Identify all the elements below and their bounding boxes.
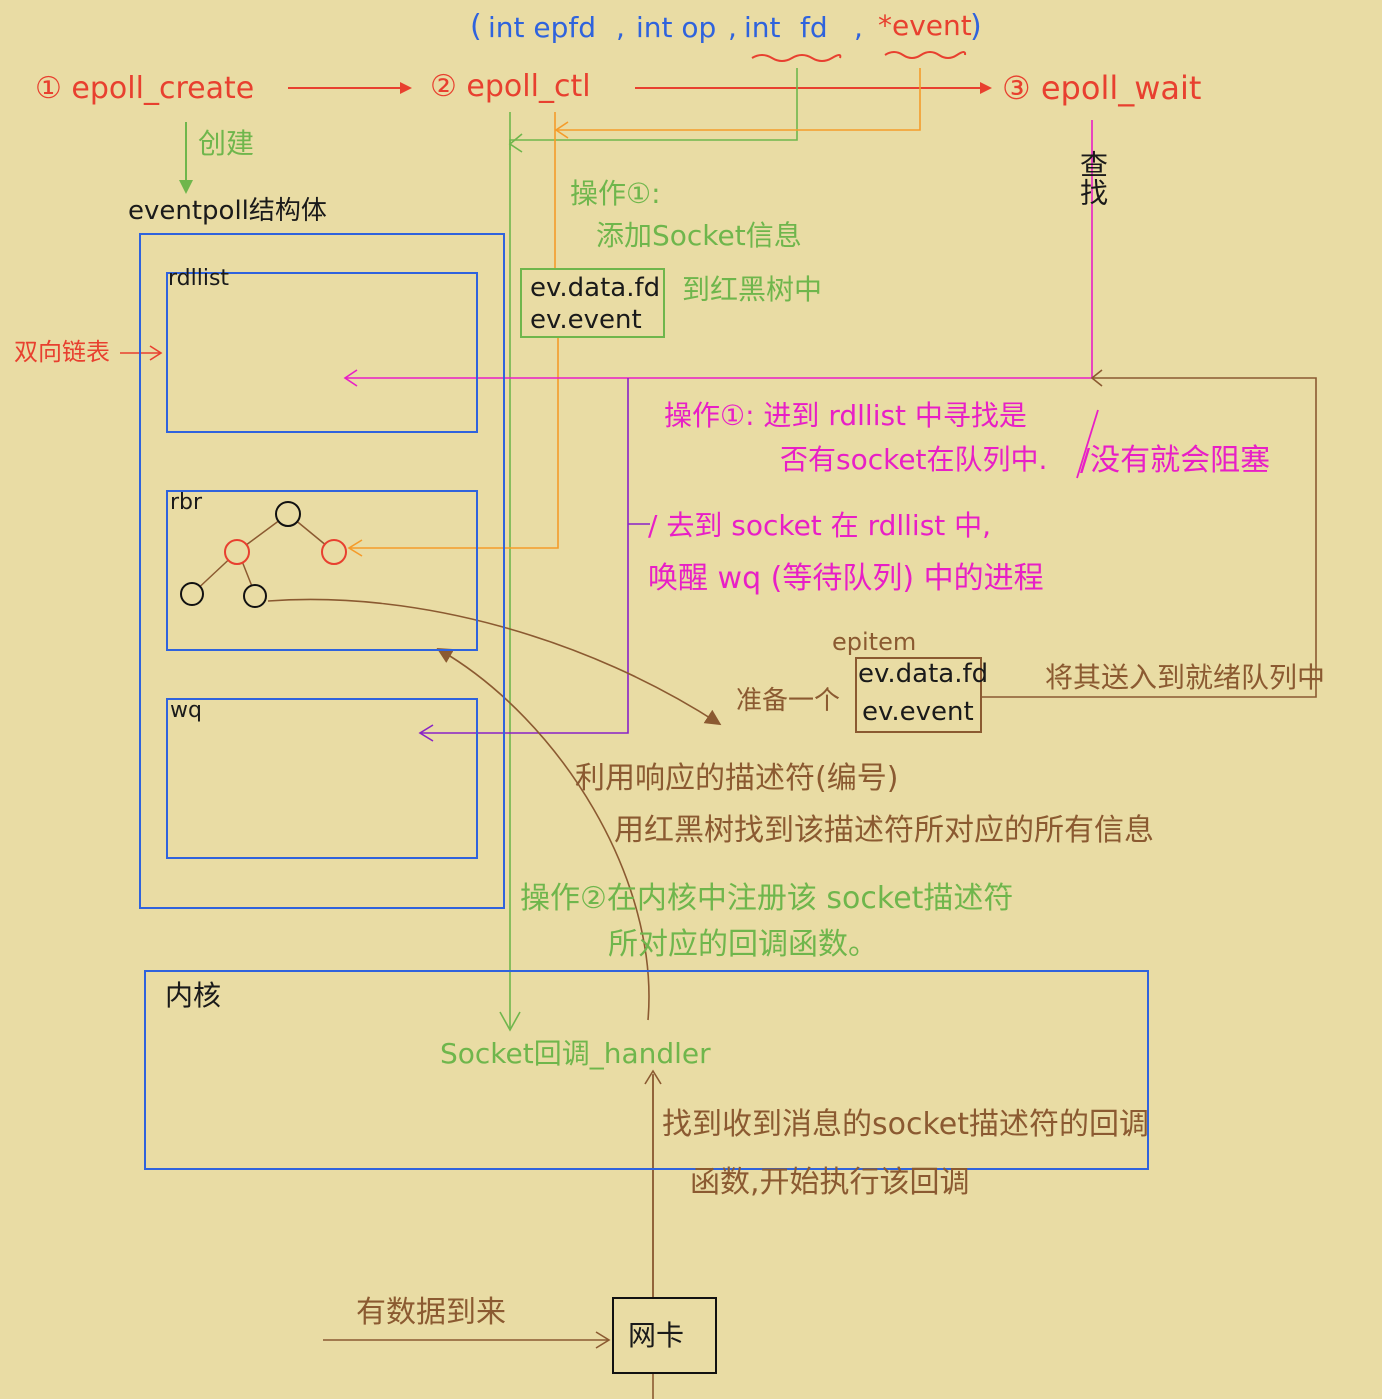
wake-line2: 唤醒 wq (等待队列) 中的进程 — [648, 561, 1044, 596]
nic-label: 网卡 — [628, 1319, 685, 1352]
op1-add-line2: 添加Socket信息 — [596, 219, 802, 252]
rbr-insert-arrowhead — [347, 539, 363, 557]
signature-sep: , — [616, 11, 625, 44]
epitem-prepare: 准备一个 — [736, 686, 841, 716]
ev-box-ctl — [520, 268, 665, 338]
blocked-slash — [1076, 409, 1099, 479]
incoming-arrowhead — [595, 1331, 611, 1349]
lookup-line1: 利用响应的描述符(编号) — [575, 761, 899, 796]
rdllist-arrowhead — [343, 369, 358, 387]
tree-node-black — [180, 582, 204, 606]
signature-close: ) — [970, 9, 982, 44]
step-epoll-wait: ③ epoll_wait — [1002, 69, 1202, 107]
rbr-box — [166, 490, 478, 651]
doubly-linked-list-label: 双向链表 — [14, 338, 110, 366]
signature-open: ( — [470, 9, 482, 44]
signature-int: int — [744, 11, 781, 44]
fd-underline — [751, 54, 842, 62]
wake-line1: / 去到 socket 在 rdllist 中, — [648, 509, 992, 542]
callback-line1: 找到收到消息的socket描述符的回调 — [662, 1107, 1150, 1142]
lookup-line2: 用红黑树找到该描述符所对应的所有信息 — [614, 813, 1154, 848]
epitem-title: epitem — [832, 628, 917, 656]
op-wait-line1: 操作①: 进到 rdllist 中寻找是 — [664, 399, 1027, 432]
ev-box-to-rbr-line — [350, 338, 559, 549]
step-epoll-ctl: ② epoll_ctl — [430, 69, 591, 104]
eventpoll-label: eventpoll结构体 — [128, 196, 327, 226]
signature-op: int op — [636, 11, 717, 44]
tree-node-black — [275, 501, 301, 527]
op1-add-line3: 到红黑树中 — [682, 273, 823, 306]
op-wait-blocked: /没有就会阻塞 — [1080, 443, 1271, 478]
wake-wq-line — [420, 378, 629, 734]
signature-epfd: int epfd — [488, 11, 597, 44]
eventpoll-box — [139, 233, 505, 909]
find-label: 查找 — [1076, 150, 1109, 206]
wq-label: wq — [170, 698, 202, 723]
nic-box — [612, 1297, 717, 1374]
ev-box-ctl-fd: ev.data.fd — [530, 273, 661, 303]
kernel-label: 内核 — [165, 979, 222, 1012]
tree-node-red — [224, 539, 250, 565]
callback-line2: 函数,开始执行该回调 — [690, 1165, 970, 1200]
wq-arrowhead — [418, 724, 434, 742]
epitem-to-ready-line — [982, 377, 1317, 698]
epitem-box — [855, 657, 982, 733]
leaf-to-epitem-curve — [267, 598, 722, 726]
op-wait-line2: 否有socket在队列中. — [780, 443, 1048, 476]
signature-fd: fd — [800, 11, 828, 44]
rdllist-box — [166, 272, 478, 433]
wq-box — [166, 698, 478, 859]
signature-sep: , — [728, 11, 737, 44]
kernel-box — [144, 970, 1149, 1170]
create-label: 创建 — [198, 127, 255, 160]
signature-event: *event — [878, 9, 972, 42]
fd-join-arrowhead — [508, 133, 523, 153]
tree-node-black — [243, 584, 267, 608]
nic-incoming: 有数据到来 — [356, 1295, 506, 1330]
handler-arrowhead — [644, 1069, 662, 1085]
rdllist-label: rdllist — [168, 266, 230, 291]
ready-arrowhead — [1090, 369, 1103, 387]
epitem-fd: ev.data.fd — [858, 659, 989, 689]
op-register-line1: 操作②在内核中注册该 socket描述符 — [520, 881, 1014, 916]
ev-box-ctl-event: ev.event — [530, 305, 642, 335]
op1-add-line1: 操作①: — [570, 177, 661, 210]
epitem-to-ready: 将其送入到就绪队列中 — [1045, 661, 1326, 694]
epitem-event: ev.event — [862, 697, 974, 727]
op-register-line2: 所对应的回调函数。 — [608, 927, 878, 962]
event-to-ctl-line — [555, 68, 921, 131]
step-epoll-create: ① epoll_create — [35, 71, 255, 106]
event-join-arrowhead — [554, 121, 569, 139]
rbr-label: rbr — [170, 490, 203, 515]
handler-to-rbr-curve — [436, 647, 650, 1021]
kernel-arrowhead — [499, 1011, 521, 1032]
event-underline — [884, 51, 967, 59]
dll-arrowhead — [149, 345, 163, 361]
tree-node-red — [321, 539, 347, 565]
socket-handler: Socket回调_handler — [440, 1037, 711, 1070]
signature-sep: , — [854, 11, 863, 44]
